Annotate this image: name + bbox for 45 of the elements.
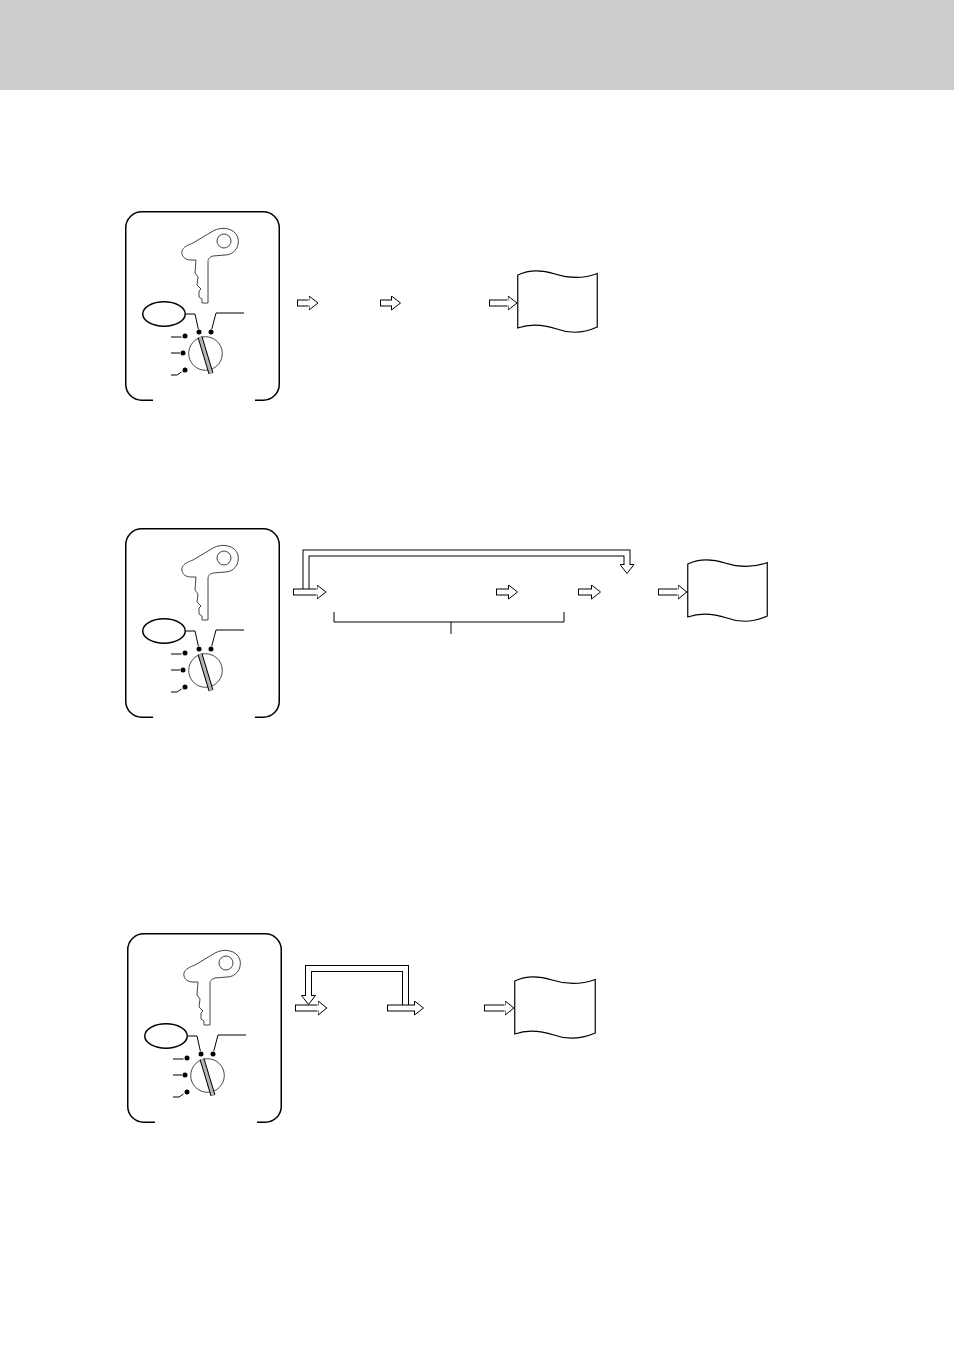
- oval: [144, 1023, 188, 1049]
- leader-line: [185, 313, 199, 330]
- position-dot: [208, 646, 214, 652]
- position-dot: [198, 1051, 204, 1057]
- receipt-sheet: [687, 559, 768, 622]
- position-dot: [208, 329, 214, 335]
- leader-line: [211, 629, 245, 647]
- leader-line: [170, 669, 181, 671]
- rotary-knob-drawing: [190, 1057, 225, 1097]
- receipt-sheet: [514, 976, 596, 1039]
- position-dot: [181, 650, 188, 656]
- position-dot: [182, 1072, 188, 1078]
- position-dot: [181, 333, 188, 339]
- leader-line: [213, 1034, 247, 1052]
- position-dot: [196, 329, 202, 335]
- key-drawing: [180, 226, 240, 304]
- switch-panel: [127, 933, 282, 1123]
- switch-panel: [125, 211, 280, 401]
- leader-line: [185, 630, 199, 647]
- receipt-sheet: [517, 270, 598, 333]
- oval: [142, 301, 186, 327]
- switch-panel: [125, 528, 280, 718]
- leader-line: [172, 1093, 184, 1098]
- leader-line: [170, 688, 182, 693]
- leader-line: [170, 653, 182, 655]
- oval: [142, 618, 186, 644]
- position-dot: [196, 646, 202, 652]
- position-dot: [210, 1051, 216, 1057]
- key-drawing: [182, 948, 242, 1026]
- leader-line: [172, 1074, 183, 1076]
- position-dot: [183, 1089, 190, 1095]
- position-dot: [183, 1055, 190, 1061]
- position-dot: [181, 684, 188, 690]
- rotary-knob-drawing: [188, 335, 223, 375]
- leader-line: [170, 371, 182, 376]
- position-dot: [180, 350, 186, 356]
- rotary-knob-drawing: [188, 652, 223, 692]
- position-dot: [180, 667, 186, 673]
- leader-line: [170, 336, 182, 338]
- position-dot: [181, 367, 188, 373]
- leader-line: [172, 1058, 184, 1060]
- leader-line: [170, 352, 181, 354]
- leader-line: [187, 1035, 201, 1052]
- key-drawing: [180, 543, 240, 621]
- leader-line: [211, 312, 245, 330]
